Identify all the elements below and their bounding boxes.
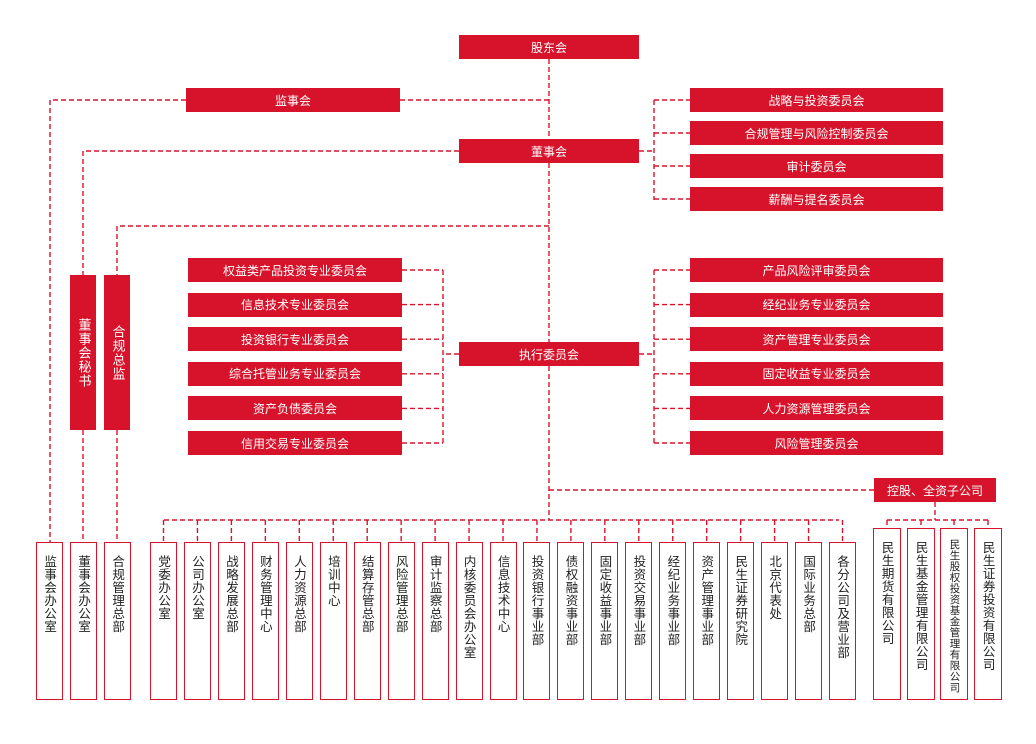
department-box-label: 信息技术中心	[495, 555, 511, 633]
exec-right-committee-box[interactable]: 产品风险评审委员会	[690, 258, 943, 282]
subsidiary-company-box[interactable]: 民生证券投资有限公司	[974, 528, 1002, 700]
board-of-directors-box[interactable]: 董事会	[459, 139, 639, 163]
board-secretary-box[interactable]: 董事会秘书	[70, 275, 96, 430]
exec-left-committee-box[interactable]: 资产负债委员会	[188, 396, 402, 421]
department-box[interactable]: 财务管理中心	[251, 542, 279, 700]
department-box[interactable]: 北京代表处	[761, 542, 789, 700]
department-box-label: 人力资源总部	[291, 555, 307, 633]
board-committee-box[interactable]: 合规管理与风险控制委员会	[690, 121, 943, 145]
department-box[interactable]: 战略发展总部	[217, 542, 245, 700]
exec-right-committee-box[interactable]: 经纪业务专业委员会	[690, 292, 943, 317]
department-box-label: 风险管理总部	[393, 555, 409, 633]
left-office-box-label: 董事会办公室	[76, 555, 92, 633]
department-box-label: 民生证券研究院	[733, 555, 749, 646]
left-office-box[interactable]: 董事会办公室	[70, 542, 97, 700]
supervisory-board-box[interactable]: 监事会	[186, 88, 400, 112]
subsidiary-company-box-label: 民生股权投资基金管理有限公司	[948, 539, 961, 693]
subsidiary-company-box[interactable]: 民生期货有限公司	[873, 528, 901, 700]
shareholders-meeting-box[interactable]: 股东会	[459, 35, 639, 59]
department-box-label: 固定收益事业部	[597, 555, 613, 646]
department-box-label: 审计监察总部	[427, 555, 443, 633]
department-box[interactable]: 信息技术中心	[489, 542, 517, 700]
department-box[interactable]: 党委办公室	[150, 542, 177, 700]
department-box-label: 投资交易事业部	[631, 555, 647, 646]
department-box[interactable]: 风险管理总部	[387, 542, 415, 700]
department-box[interactable]: 债权融资事业部	[557, 542, 585, 700]
department-box-label: 培训中心	[325, 555, 341, 607]
exec-left-committee-box[interactable]: 信用交易专业委员会	[188, 431, 402, 455]
department-box[interactable]: 民生证券研究院	[727, 542, 755, 700]
subsidiaries-box[interactable]: 控股、全资子公司	[874, 478, 996, 502]
board-committee-box[interactable]: 审计委员会	[690, 154, 943, 178]
department-box[interactable]: 内核委员会办公室	[455, 542, 483, 700]
department-box-label: 党委办公室	[156, 555, 172, 620]
department-box-label: 投资银行事业部	[529, 555, 545, 646]
department-box-label: 各分公司及营业部	[835, 555, 851, 659]
department-box-label: 公司办公室	[190, 555, 205, 620]
compliance-officer-box[interactable]: 合规总监	[104, 275, 130, 430]
left-office-box[interactable]: 合规管理总部	[104, 542, 131, 700]
subsidiary-company-box-label: 民生基金管理有限公司	[913, 541, 929, 671]
executive-committee-box[interactable]: 执行委员会	[459, 342, 639, 366]
exec-right-committee-box[interactable]: 资产管理专业委员会	[690, 327, 943, 352]
exec-left-committee-box[interactable]: 综合托管业务专业委员会	[188, 361, 402, 386]
department-box[interactable]: 资产管理事业部	[693, 542, 721, 700]
department-box-label: 结算存管总部	[359, 555, 375, 633]
department-box-label: 内核委员会办公室	[461, 555, 477, 659]
subsidiary-company-box[interactable]: 民生股权投资基金管理有限公司	[940, 528, 968, 700]
department-box[interactable]: 公司办公室	[183, 542, 211, 700]
subsidiary-company-box[interactable]: 民生基金管理有限公司	[907, 528, 935, 700]
exec-left-committee-box[interactable]: 权益类产品投资专业委员会	[188, 258, 402, 282]
exec-right-committee-box[interactable]: 人力资源管理委员会	[690, 396, 943, 421]
subsidiary-company-box-label: 民生期货有限公司	[879, 541, 895, 645]
department-box[interactable]: 培训中心	[319, 542, 347, 700]
exec-right-committee-box[interactable]: 固定收益专业委员会	[690, 361, 943, 386]
left-office-box[interactable]: 监事会办公室	[36, 542, 63, 700]
department-box-label: 资产管理事业部	[699, 555, 715, 646]
connector-line	[49, 99, 186, 542]
department-box-label: 战略发展总部	[223, 555, 239, 633]
connector-line	[82, 150, 459, 275]
exec-right-committee-box[interactable]: 风险管理委员会	[690, 431, 943, 455]
left-office-box-label: 合规管理总部	[110, 555, 126, 633]
left-office-box-label: 监事会办公室	[42, 555, 58, 633]
department-box[interactable]: 人力资源总部	[285, 542, 313, 700]
department-box[interactable]: 投资银行事业部	[523, 542, 551, 700]
subsidiary-company-box-label: 民生证券投资有限公司	[980, 541, 996, 671]
board-committee-box[interactable]: 薪酬与提名委员会	[690, 187, 943, 211]
department-box-label: 北京代表处	[767, 555, 783, 620]
department-box-label: 债权融资事业部	[563, 555, 579, 646]
exec-left-committee-box[interactable]: 信息技术专业委员会	[188, 292, 402, 317]
exec-left-committee-box[interactable]: 投资银行专业委员会	[188, 327, 402, 352]
department-box[interactable]: 国际业务总部	[795, 542, 823, 700]
department-box[interactable]: 结算存管总部	[353, 542, 381, 700]
department-box-label: 财务管理中心	[257, 555, 273, 633]
department-box[interactable]: 固定收益事业部	[591, 542, 619, 700]
department-box[interactable]: 各分公司及营业部	[829, 542, 856, 700]
department-box-label: 国际业务总部	[801, 555, 817, 633]
board-committee-box[interactable]: 战略与投资委员会	[690, 88, 943, 112]
department-box-label: 经纪业务事业部	[665, 555, 681, 646]
department-box[interactable]: 审计监察总部	[421, 542, 449, 700]
connector-line	[116, 225, 549, 275]
department-box[interactable]: 经纪业务事业部	[659, 542, 687, 700]
department-box[interactable]: 投资交易事业部	[625, 542, 653, 700]
